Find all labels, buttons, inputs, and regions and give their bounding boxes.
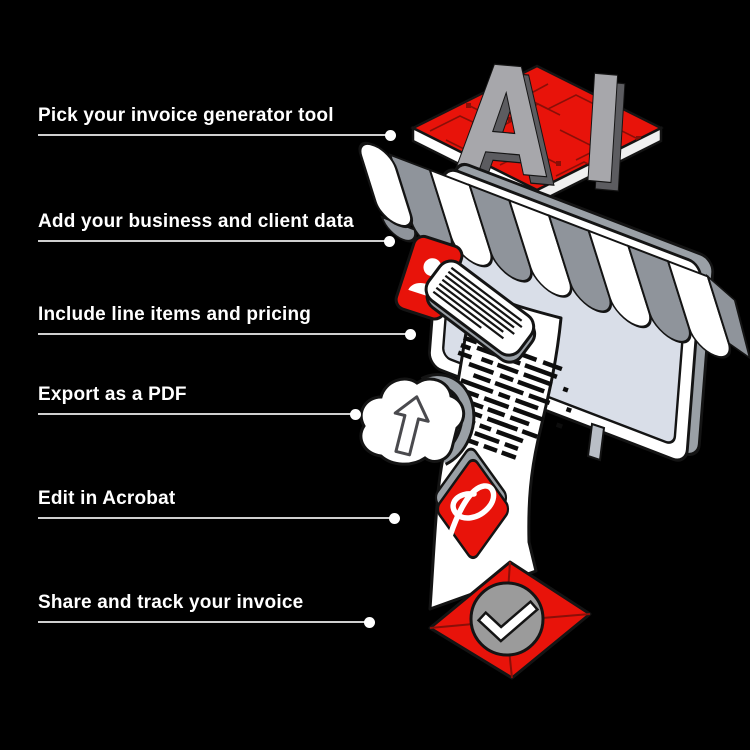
step-label: Share and track your invoice bbox=[38, 592, 304, 613]
connector-dot bbox=[384, 235, 395, 247]
connector-dot bbox=[389, 512, 400, 524]
step-pick-tool: Pick your invoice generator tool bbox=[38, 105, 396, 141]
connector-line bbox=[38, 512, 400, 524]
acrobat-logo bbox=[447, 483, 497, 539]
business-form-card bbox=[424, 259, 537, 364]
upload-cloud-icon bbox=[359, 373, 476, 466]
step-label: Export as a PDF bbox=[38, 384, 187, 405]
connector-line bbox=[38, 328, 416, 340]
step-label: Edit in Acrobat bbox=[38, 488, 176, 509]
step-label: Include line items and pricing bbox=[38, 304, 312, 325]
upload-arrow-icon bbox=[393, 395, 430, 457]
form-text-lines bbox=[432, 266, 523, 340]
connector-dot bbox=[364, 616, 375, 628]
connector-dot bbox=[385, 129, 396, 141]
connector-line bbox=[38, 408, 361, 420]
ai-circuit-board-icon bbox=[410, 64, 664, 206]
step-label: Add your business and client data bbox=[38, 211, 354, 232]
step-add-data: Add your business and client data bbox=[38, 211, 395, 247]
acrobat-pdf-icon bbox=[434, 447, 510, 560]
step-label: Pick your invoice generator tool bbox=[38, 105, 334, 126]
step-share-track: Share and track your invoice bbox=[38, 592, 375, 628]
step-export-pdf: Export as a PDF bbox=[38, 384, 361, 420]
storefront-awning bbox=[358, 141, 750, 361]
connector-line bbox=[38, 616, 375, 628]
receipt-slot-shadow bbox=[586, 422, 606, 462]
step-edit-acrobat: Edit in Acrobat bbox=[38, 488, 400, 524]
connector-dot bbox=[350, 408, 361, 420]
connector-line bbox=[38, 129, 396, 141]
check-circle bbox=[469, 581, 545, 657]
connector-dot bbox=[405, 328, 416, 340]
checkmark-icon bbox=[480, 603, 536, 640]
step-line-items: Include line items and pricing bbox=[38, 304, 416, 340]
connector-line bbox=[38, 235, 395, 247]
envelope-check-icon bbox=[428, 560, 592, 680]
